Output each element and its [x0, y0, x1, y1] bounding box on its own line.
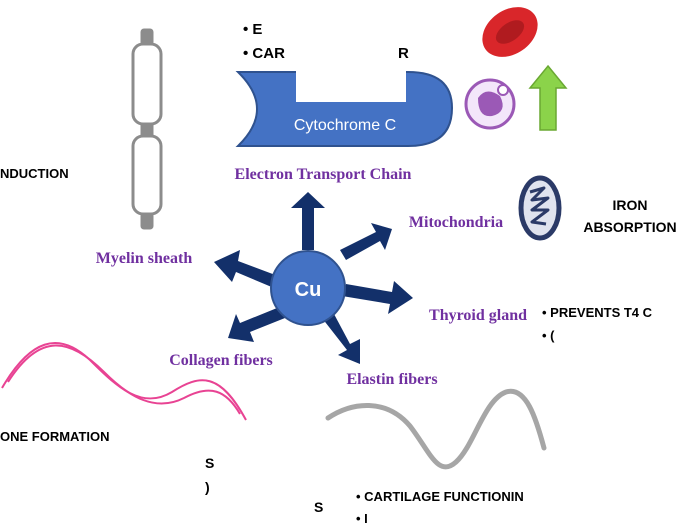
bottom-left-fragment-2: ) — [205, 479, 210, 495]
thyroid-label: Thyroid gland — [429, 307, 527, 324]
myelin-sheath-icon — [131, 28, 163, 230]
occluding-block — [296, 62, 406, 102]
arrow-to-thyroid — [342, 281, 413, 314]
iron-line-1: IRON — [613, 197, 648, 213]
top-bullet-1: • E — [243, 21, 262, 38]
thyroid-bullet-1: • PREVENTS T4 C — [542, 305, 653, 320]
elastin-wave-icon — [325, 388, 547, 470]
arrow-to-elastin — [322, 314, 360, 364]
elastin-label: Elastin fibers — [346, 371, 437, 388]
top-bullet-2: • CAR — [243, 45, 285, 62]
collagen-wave-icon — [1, 342, 247, 421]
up-arrow-icon — [528, 64, 568, 131]
cartilage-bullet-2: • I — [356, 511, 368, 526]
arrow-to-mitochondria — [340, 223, 392, 260]
iron-line-2: ABSORPTION — [583, 219, 676, 235]
conduction-fragment: NDUCTION — [0, 166, 69, 181]
cu-hub-label: Cu — [295, 279, 322, 301]
cytochrome-label: Cytochrome C — [294, 117, 396, 134]
thyroid-bullet-2: • ( — [542, 328, 555, 343]
bottom-left-fragment-1: S — [205, 455, 214, 471]
myelin-label: Myelin sheath — [96, 250, 193, 267]
cu-hub — [270, 250, 346, 326]
collagen-label: Collagen fibers — [169, 352, 273, 369]
mitochondria-icon — [518, 175, 562, 241]
top-bullet-2-tail: R — [398, 45, 409, 62]
arrow-to-etc — [291, 192, 325, 250]
arrow-to-myelin — [214, 250, 278, 288]
mitochondria-label: Mitochondria — [409, 214, 503, 231]
arrow-to-collagen — [228, 306, 290, 342]
red-blood-cell-icon — [482, 7, 538, 57]
hub-arrows — [214, 192, 413, 364]
bone-fragment: ONE FORMATION — [0, 429, 110, 444]
cartilage-bullet-1: • CARTILAGE FUNCTIONIN — [356, 489, 524, 504]
bottom-mid-fragment: S — [314, 499, 323, 515]
etc-label: Electron Transport Chain — [235, 166, 412, 183]
white-blood-cell-icon — [464, 78, 516, 130]
